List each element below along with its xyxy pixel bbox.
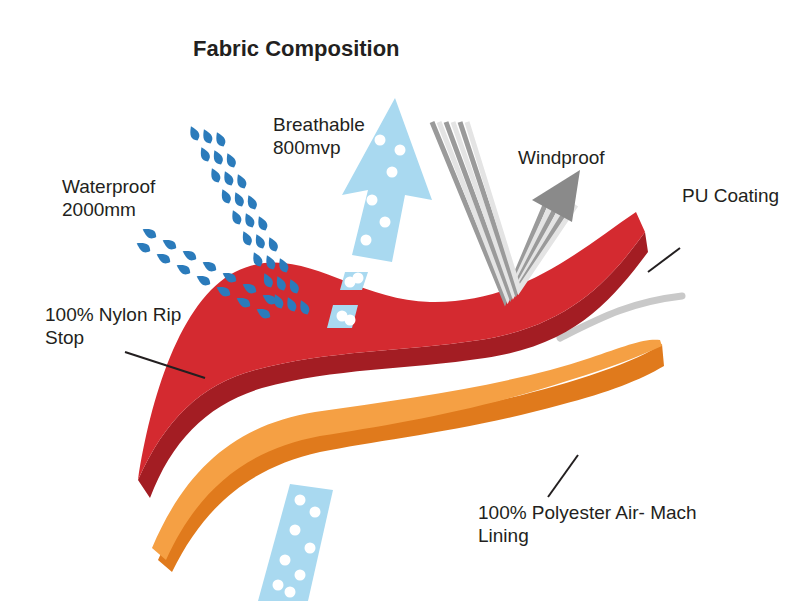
water-drop [255, 305, 273, 320]
bubble [280, 555, 291, 566]
bubble [353, 273, 364, 284]
water-drop [213, 130, 227, 148]
bubble [290, 525, 301, 536]
leader-lines [125, 248, 680, 497]
water-drop [221, 169, 235, 187]
water-drop [229, 208, 243, 226]
water-drop [200, 127, 214, 145]
water-drop [234, 172, 248, 190]
bubble [273, 580, 284, 591]
water-drop [198, 145, 212, 163]
bubble [295, 570, 306, 581]
bubble [387, 167, 398, 178]
water-drop [253, 232, 267, 250]
bubble [295, 495, 306, 506]
water-drop [187, 124, 201, 142]
water-drop [276, 256, 290, 274]
water-drop [274, 274, 288, 292]
pu-coating-label: PU Coating [682, 184, 782, 207]
windproof-label: Windproof [518, 146, 638, 169]
water-drop [261, 271, 275, 289]
water-drop [181, 247, 199, 262]
water-drop [208, 166, 222, 184]
water-drop [201, 258, 219, 273]
bubble [285, 587, 296, 598]
water-drop [245, 193, 259, 211]
bubble [305, 543, 316, 554]
water-drop [175, 261, 193, 276]
water-drop [141, 225, 159, 240]
breathable-bubbles [273, 135, 406, 598]
breathable-arrow [258, 98, 432, 601]
bubble [375, 135, 386, 146]
water-drop [261, 291, 279, 306]
water-drop [242, 211, 256, 229]
water-drop [155, 250, 173, 265]
bubble [345, 315, 356, 326]
bubble [367, 195, 378, 206]
water-drop [219, 187, 233, 205]
bubble [310, 507, 321, 518]
water-drop [287, 277, 301, 295]
nylon-label: 100% Nylon Rip Stop [45, 303, 185, 349]
water-drop [195, 272, 213, 287]
bubble [380, 217, 391, 228]
water-drop [240, 229, 254, 247]
water-drop [211, 148, 225, 166]
water-drop [255, 214, 269, 232]
water-drop [224, 151, 238, 169]
water-drop [241, 280, 259, 295]
water-drop [263, 253, 277, 271]
breathable-label: Breathable 800mvp [273, 113, 383, 159]
water-drop [235, 294, 253, 309]
water-drop [232, 190, 246, 208]
water-drop [266, 235, 280, 253]
water-drop [215, 283, 233, 298]
water-drop [297, 298, 311, 316]
water-drop [250, 250, 264, 268]
wind-arrowhead [532, 170, 580, 222]
bubble [395, 145, 406, 156]
waterproof-label: Waterproof 2000mm [62, 175, 187, 221]
water-drop [284, 295, 298, 313]
water-drop [161, 236, 179, 251]
bubble [361, 235, 372, 246]
water-drop [135, 239, 153, 254]
water-drop [221, 269, 239, 284]
diagram-title: Fabric Composition [193, 36, 400, 62]
lining-label: 100% Polyester Air- Mach Lining [478, 501, 703, 547]
